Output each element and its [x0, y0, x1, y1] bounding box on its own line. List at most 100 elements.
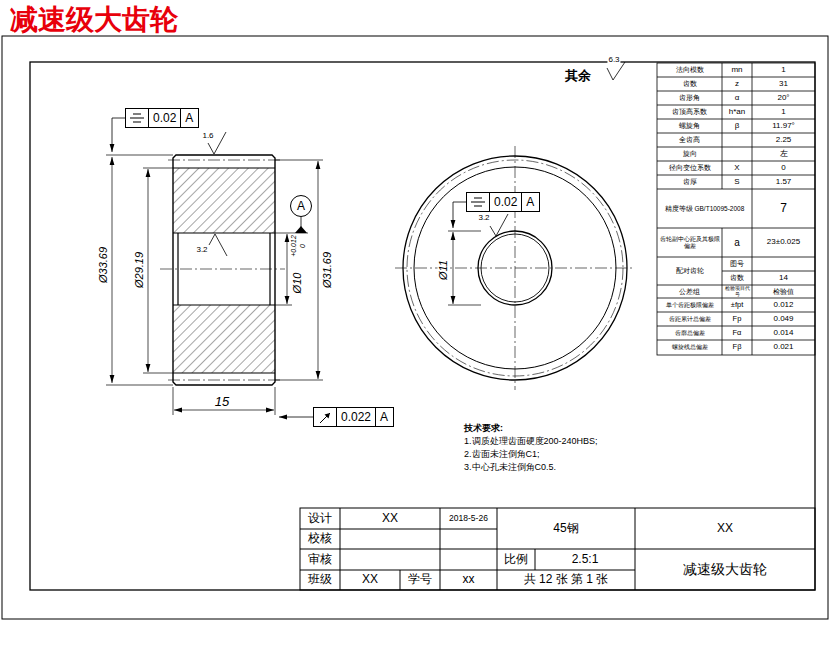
dimension-text: Ø33.69 [98, 246, 109, 284]
table-value: 31 [752, 77, 815, 91]
table-symbol: ±fpt [722, 298, 752, 312]
runout-arrowhead [325, 413, 331, 419]
table-cell: 配对齿轮 [657, 257, 722, 285]
tolerance-value: 0.02 [489, 193, 521, 211]
inner-border [30, 62, 815, 590]
title-block-cell: 比例 [497, 549, 535, 570]
tolerance-value: 0.022 [336, 408, 375, 426]
extension-line [275, 160, 323, 380]
center-line [395, 146, 635, 390]
title-block-cell: 2018-5-26 [440, 508, 497, 529]
roughness-value: 1.6 [201, 132, 214, 140]
extension-line [106, 155, 173, 385]
table-cell: 全齿高 [657, 133, 722, 147]
title-block-cell: 2.5:1 [535, 549, 635, 570]
symmetry-symbol [126, 109, 148, 127]
title-block-cell: XX [340, 508, 440, 529]
datum-reference: A [521, 193, 538, 211]
table-symbol: β [722, 119, 752, 133]
title-block-cell: 班级 [300, 570, 340, 590]
roughness-value: 3.2 [477, 214, 490, 222]
table-value: 1 [752, 105, 815, 119]
title-block-cell: 学号 [400, 570, 440, 590]
table-cell: 旋向 [657, 147, 722, 161]
table-cell: 齿厚 [657, 175, 722, 189]
tolerance-text: +0.012 [290, 234, 297, 258]
table-cell: 螺旋线总偏差 [657, 340, 722, 355]
table-symbol: a [722, 228, 752, 257]
table-header: 公差组 [657, 285, 722, 298]
table-cell: 齿轮副中心距及其极限偏差 [657, 228, 722, 257]
table-symbol: Fp [722, 312, 752, 326]
title-block-grid [300, 508, 815, 590]
table-cell: 径向变位系数 [657, 161, 722, 175]
table-value: 0.021 [752, 340, 815, 355]
dimension-line [112, 157, 113, 383]
datum-letter: A [297, 200, 305, 212]
datum-reference: A [375, 408, 392, 426]
extension-line [275, 233, 308, 305]
table-value: 14 [752, 271, 815, 285]
leader-line [279, 417, 313, 418]
table-symbol: Fβ [722, 340, 752, 355]
dimension-lines [106, 155, 481, 415]
table-header: 检验项目代号 [722, 285, 752, 298]
tolerance-frame: 0.02A [466, 192, 540, 212]
tolerance-text: 0 [299, 243, 306, 249]
table-cell: 齿距累计总偏差 [657, 312, 722, 326]
section-hatch [173, 168, 275, 233]
gear-section-view [160, 155, 285, 385]
dimension-line [148, 169, 149, 372]
table-value: 0.012 [752, 298, 815, 312]
dimension-text: Ø11 [438, 259, 449, 281]
table-border [657, 63, 815, 355]
table-cell: 单个齿距极限偏差 [657, 298, 722, 312]
datum-symbol: A [290, 195, 312, 217]
datum-reference: A [180, 109, 197, 127]
drawing-frame [2, 36, 828, 619]
roughness-symbol [209, 234, 227, 256]
title-block-cell: 校核 [300, 529, 340, 549]
extension-line [173, 387, 275, 415]
title-block-cell: 减速级大齿轮 [635, 549, 815, 590]
dimension-text: 15 [214, 395, 230, 408]
leader-line [112, 118, 125, 152]
table-symbol: X [722, 161, 752, 175]
dimension-text: Ø31.69 [322, 251, 333, 289]
symmetry-symbol [467, 193, 489, 211]
roughness-value: 3.2 [195, 246, 208, 254]
drawing-title: 减速级大齿轮 [10, 6, 178, 34]
dimension-line [453, 232, 454, 304]
table-symbol: h*an [722, 105, 752, 119]
table-value: 23±0.025 [752, 228, 815, 257]
table-value: 左 [752, 147, 815, 161]
tech-note: 1.调质处理齿面硬度200-240HBS; [463, 437, 599, 446]
title-block-border [300, 508, 815, 590]
title-block [300, 508, 815, 590]
table-value: 1.57 [752, 175, 815, 189]
title-block-cell: xx [440, 570, 497, 590]
title-block-cell: 45钢 [497, 508, 635, 549]
table-symbol: z [722, 77, 752, 91]
symmetry-lines [130, 114, 144, 122]
datum-triangle [295, 226, 307, 233]
table-value: 0 [752, 161, 815, 175]
table-cell: 图号 [722, 257, 752, 271]
tolerance-frame: 0.022A [313, 407, 394, 427]
tech-note-heading: 技术要求: [463, 424, 504, 433]
table-cell: 法向模数 [657, 63, 722, 77]
extension-line [143, 168, 173, 373]
center-line [160, 269, 285, 270]
gear-outline [173, 155, 275, 385]
table-value: 2.25 [752, 133, 815, 147]
runout-arrow [320, 413, 330, 423]
table-cell: 精度等级 GB/T10095-2008 [657, 189, 752, 228]
tolerance-value: 0.02 [148, 109, 180, 127]
table-value: 0.049 [752, 312, 815, 326]
table-cell: 齿数 [657, 77, 722, 91]
table-cell: 齿形角 [657, 91, 722, 105]
table-value: 11.97° [752, 119, 815, 133]
table-cell: 齿顶高系数 [657, 105, 722, 119]
table-symbol: S [722, 175, 752, 189]
